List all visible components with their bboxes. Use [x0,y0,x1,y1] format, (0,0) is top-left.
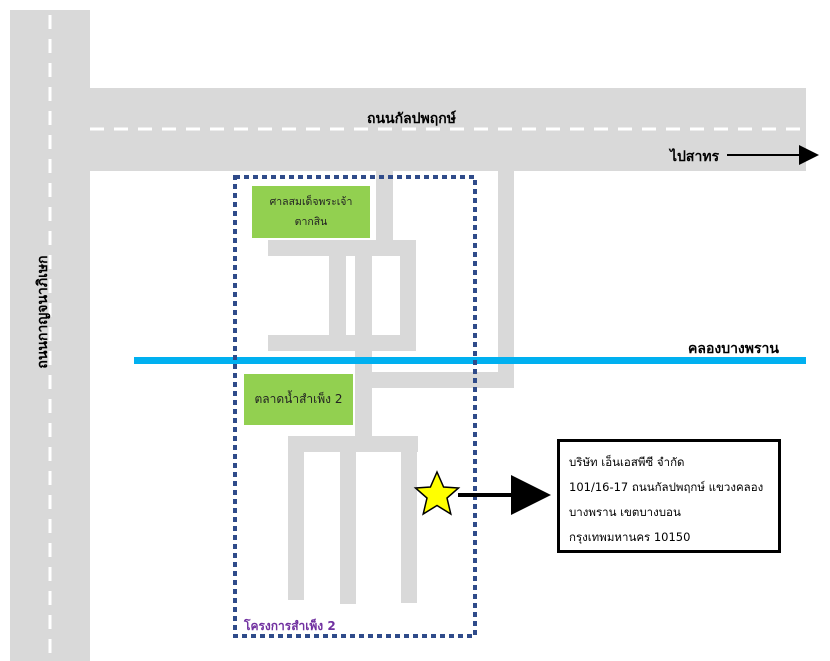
inner-roads-upper [268,171,514,440]
star-icon [413,470,461,516]
project-boundary [233,175,477,638]
inner-roads-lower [288,436,418,604]
direction-label: ไปสาทร [670,149,720,165]
shrine-label-line2: ตากสิน [294,216,328,228]
address-line2: 101/16-17 ถนนกัลปพฤกษ์ แขวงคลอง [569,480,764,494]
canal-label: คลองบางพราน [688,341,779,357]
top-road-label: ถนนกัลปพฤกษ์ [367,111,456,127]
address-line4: กรุงเทพมหานคร 10150 [569,530,691,544]
left-road-label: ถนนกาญจนาภิเษก [35,255,51,369]
project-label: โครงการสำเพ็ง 2 [244,619,336,633]
address-line1: บริษัท เอ็นเอสพีซี จำกัด [569,455,685,469]
address-box: บริษัท เอ็นเอสพีซี จำกัด 101/16-17 ถนนกั… [557,439,781,553]
address-line3: บางพราน เขตบางบอน [569,505,681,519]
canal-line [134,357,806,364]
shrine-landmark: ศาลสมเด็จพระเจ้า ตากสิน [252,186,370,238]
shrine-label-line1: ศาลสมเด็จพระเจ้า [269,196,353,208]
market-landmark: ตลาดน้ำสำเพ็ง 2 [244,374,353,425]
market-label: ตลาดน้ำสำเพ็ง 2 [254,392,343,406]
top-road [90,88,806,171]
